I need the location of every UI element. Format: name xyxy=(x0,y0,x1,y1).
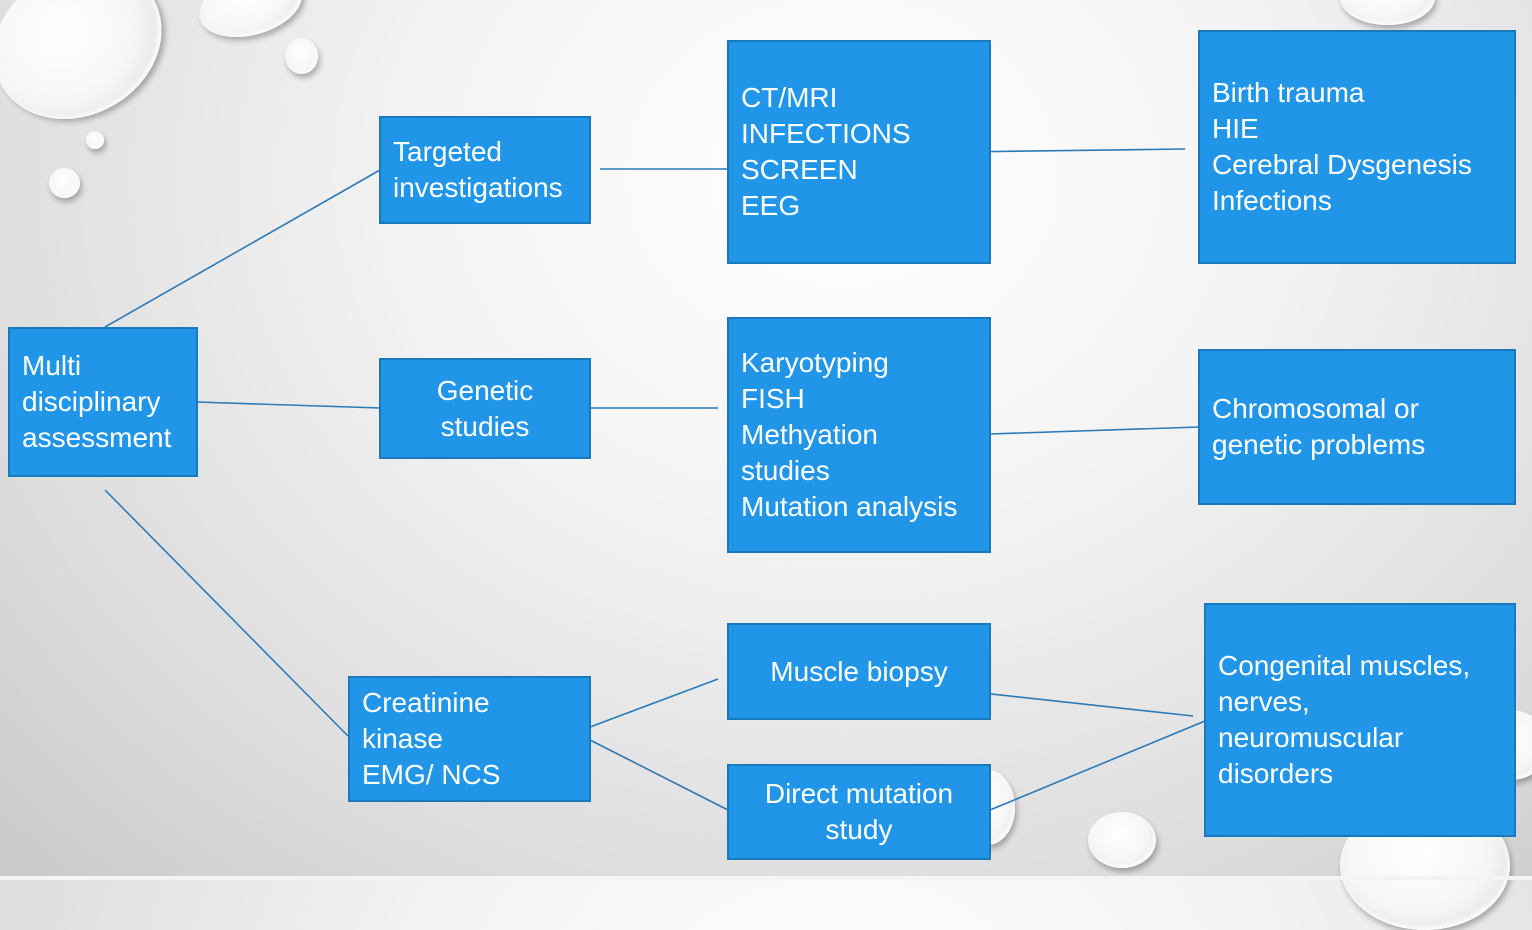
connector-karyotyping-chromosomal xyxy=(989,426,1200,435)
node-chromosomal-genetic-problems: Chromosomal or genetic problems xyxy=(1198,349,1516,505)
node-direct-mutation-study: Direct mutation study xyxy=(727,764,991,860)
node-karyotyping: Karyotyping FISH Methyation studies Muta… xyxy=(727,317,991,553)
node-muscle-biopsy: Muscle biopsy xyxy=(727,623,991,720)
node-line: Creatinine xyxy=(362,687,490,718)
node-line: Karyotyping xyxy=(741,347,889,378)
node-congenital-disorders: Congenital muscles, nerves, neuromuscula… xyxy=(1204,603,1516,837)
node-line: Targeted xyxy=(393,136,502,167)
node-line: disciplinary xyxy=(22,386,161,417)
node-line: HIE xyxy=(1212,113,1259,144)
connector-layer xyxy=(104,148,1206,811)
node-line: studies xyxy=(741,455,830,486)
connector-creatinine-biopsy xyxy=(589,678,719,728)
node-line: Birth trauma xyxy=(1212,77,1365,108)
node-line: FISH xyxy=(741,383,805,414)
node-line: Congenital muscles, xyxy=(1218,650,1471,681)
node-line: Methyation xyxy=(741,419,878,450)
connector-biopsy-congenital xyxy=(963,690,1194,717)
connector-multi-targeted xyxy=(104,169,381,328)
node-line: Chromosomal or xyxy=(1212,393,1419,424)
node-line: kinase xyxy=(362,723,443,754)
node-line: Muscle biopsy xyxy=(770,655,948,687)
connector-direct-congenital xyxy=(989,720,1206,811)
connector-multi-creatinine xyxy=(104,489,349,737)
node-line: genetic problems xyxy=(1212,429,1426,460)
water-drop-decoration xyxy=(49,168,80,198)
connector-imaging-birth xyxy=(957,148,1186,153)
node-genetic-studies: Genetic studies xyxy=(379,358,591,459)
node-multidisciplinary-assessment: Multi disciplinary assessment xyxy=(8,327,198,477)
node-line: EMG/ NCS xyxy=(362,759,501,790)
connector-creatinine-direct xyxy=(589,739,729,811)
node-line: SCREEN xyxy=(741,154,858,185)
node-creatinine-kinase: Creatinine kinase EMG/ NCS xyxy=(348,676,591,802)
node-line: Multi xyxy=(22,350,82,381)
node-line: assessment xyxy=(22,422,172,453)
node-line: CT/MRI xyxy=(741,82,838,113)
node-birth-trauma: Birth trauma HIE Cerebral Dysgenesis Inf… xyxy=(1198,30,1516,264)
node-line: Mutation analysis xyxy=(741,491,958,522)
node-line: Direct mutation xyxy=(764,778,954,809)
water-drop-decoration xyxy=(86,131,104,149)
node-line: study xyxy=(825,814,893,845)
node-line: neuromuscular xyxy=(1218,722,1404,753)
node-line: INFECTIONS xyxy=(741,118,911,149)
node-line: Genetic xyxy=(436,374,534,406)
node-line: investigations xyxy=(393,172,563,203)
node-line: nerves, xyxy=(1218,686,1310,717)
node-line: EEG xyxy=(741,190,801,221)
node-line: studies xyxy=(440,410,530,442)
node-line: disorders xyxy=(1218,758,1334,789)
node-targeted-investigations: Targeted investigations xyxy=(379,116,591,224)
node-line: Cerebral Dysgenesis xyxy=(1212,149,1472,180)
node-line: Infections xyxy=(1212,185,1332,216)
water-drop-decoration xyxy=(285,38,318,74)
slide-bottom-edge xyxy=(0,876,1532,880)
connector-multi-genetic xyxy=(196,401,381,409)
node-imaging-eeg: CT/MRI INFECTIONS SCREEN EEG xyxy=(727,40,991,264)
water-drop-decoration xyxy=(1088,812,1156,868)
